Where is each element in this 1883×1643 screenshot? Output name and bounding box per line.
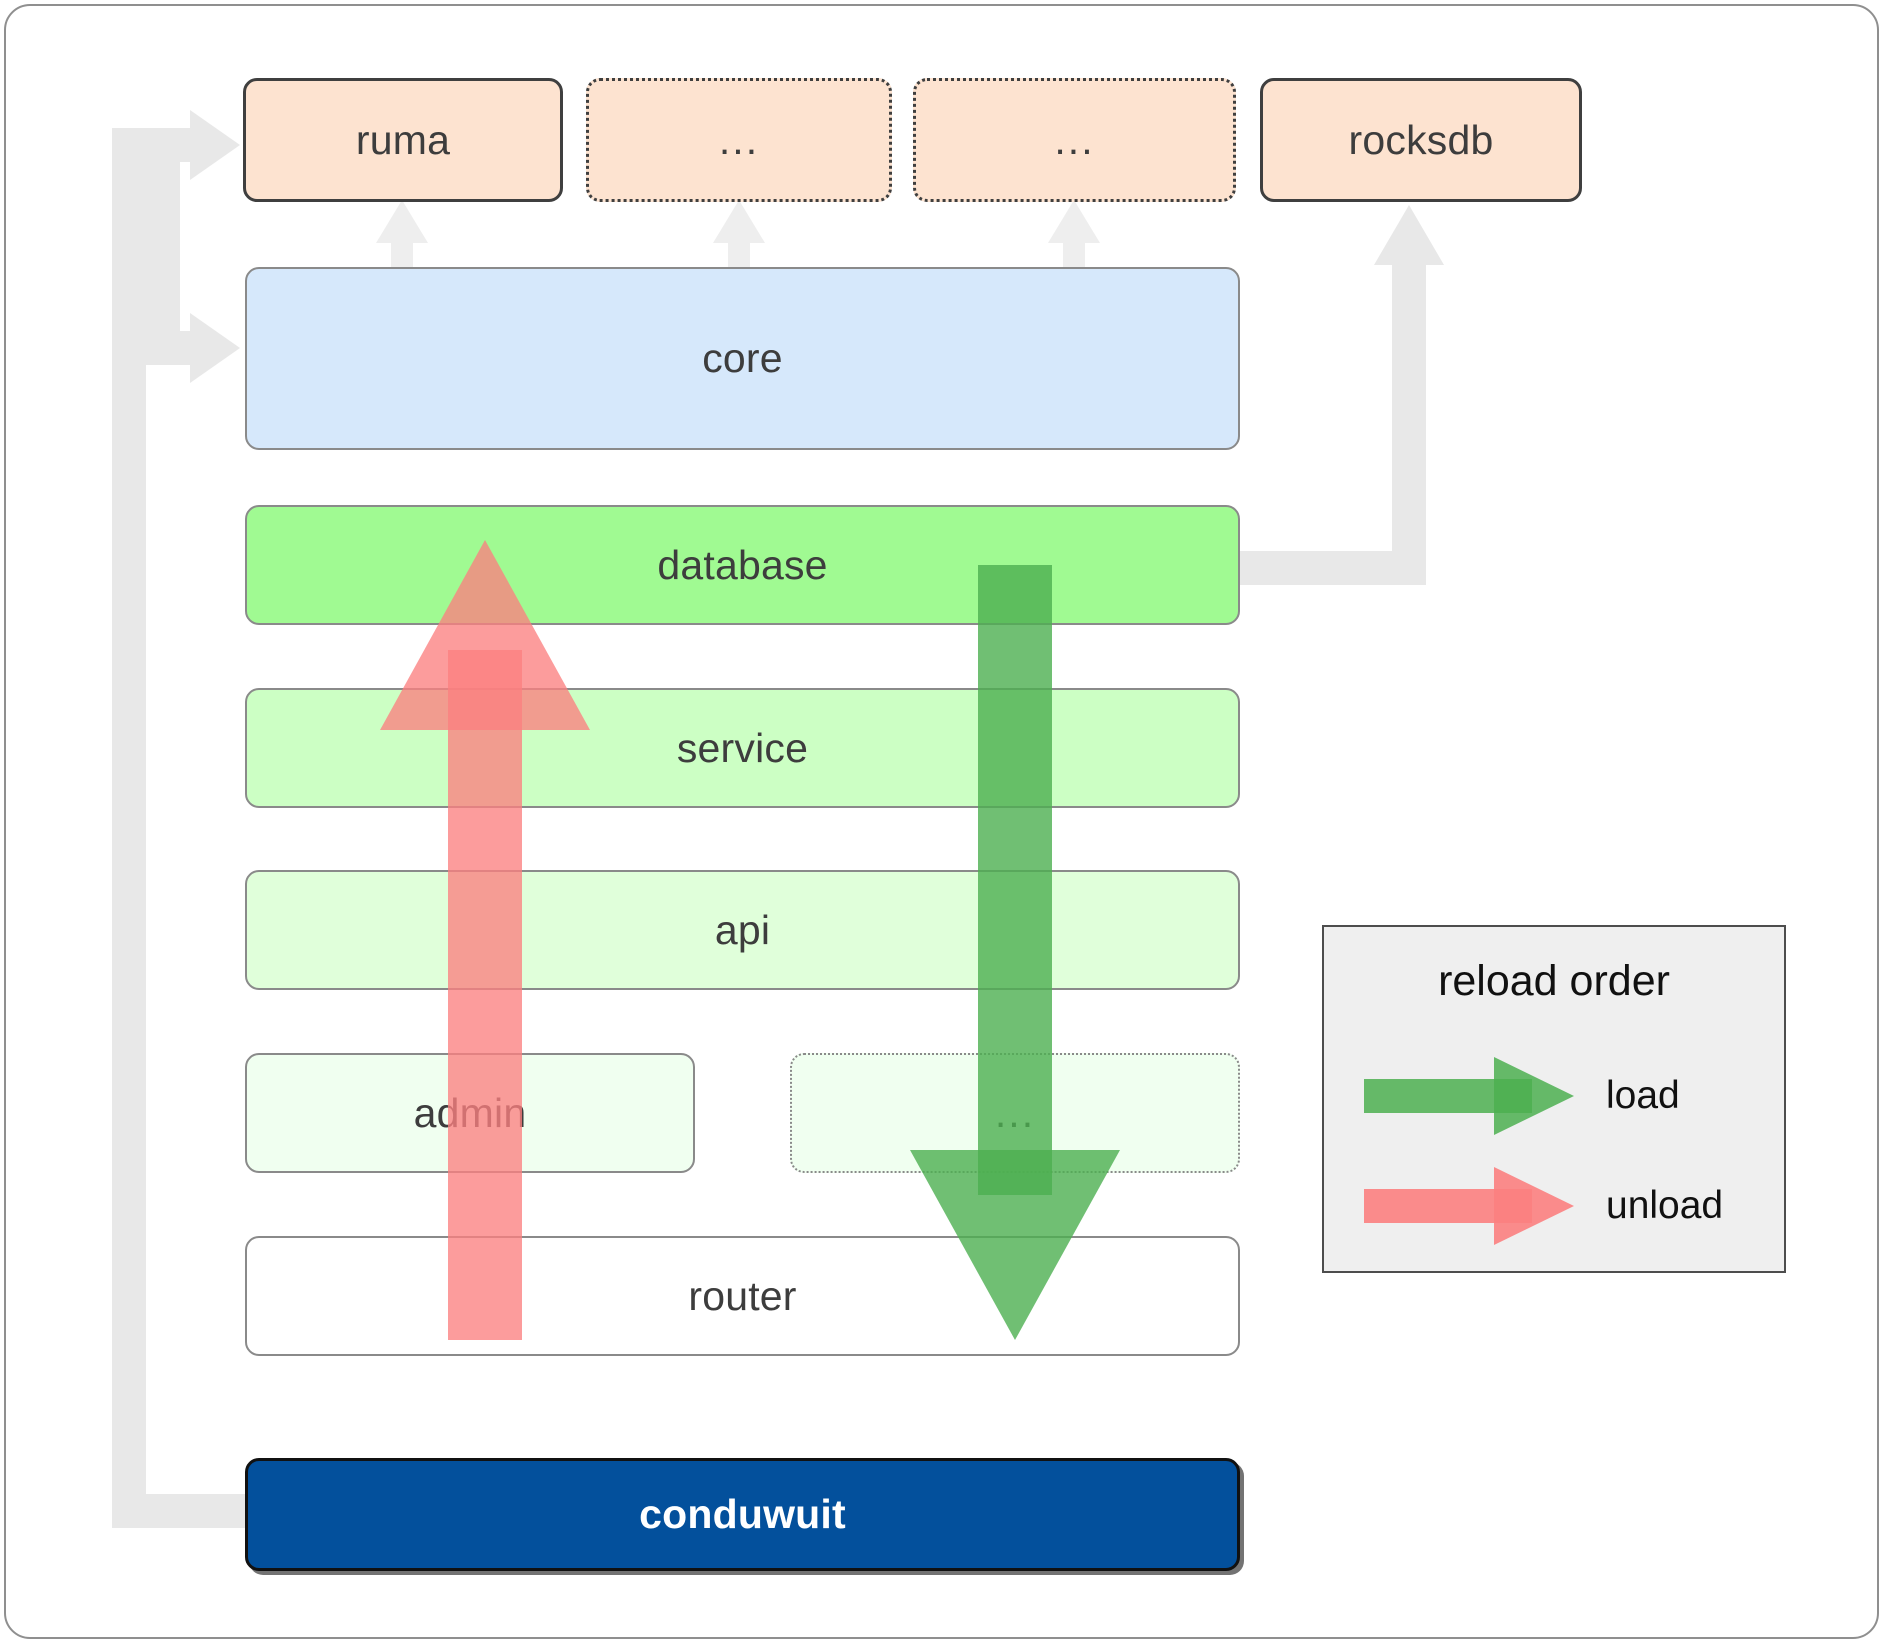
node-service[interactable]: service xyxy=(245,688,1240,808)
node-dependency-optional-2[interactable]: ... xyxy=(913,78,1236,202)
node-label: database xyxy=(657,541,828,588)
load-arrow-icon xyxy=(1364,1057,1574,1135)
node-conduwuit[interactable]: conduwuit xyxy=(245,1458,1240,1571)
node-label: ... xyxy=(994,1089,1036,1136)
legend-label: load xyxy=(1606,1074,1680,1117)
node-ruma[interactable]: ruma xyxy=(243,78,563,202)
node-label: admin xyxy=(413,1089,527,1136)
node-label: ... xyxy=(1054,116,1095,163)
node-api[interactable]: api xyxy=(245,870,1240,990)
legend-label: unload xyxy=(1606,1184,1724,1227)
legend-panel: reload order load unload xyxy=(1322,925,1786,1273)
node-dependency-optional-1[interactable]: ... xyxy=(586,78,892,202)
node-label: ruma xyxy=(355,116,451,163)
legend-title: reload order xyxy=(1438,957,1670,1005)
node-router[interactable]: router xyxy=(245,1236,1240,1356)
node-rocksdb[interactable]: rocksdb xyxy=(1260,78,1582,202)
node-label: router xyxy=(688,1272,797,1319)
node-label: conduwuit xyxy=(639,1491,846,1537)
node-module-optional[interactable]: ... xyxy=(790,1053,1240,1173)
node-database[interactable]: database xyxy=(245,505,1240,625)
node-admin[interactable]: admin xyxy=(245,1053,695,1173)
node-label: core xyxy=(702,335,783,381)
node-label: ... xyxy=(718,116,760,163)
diagram-frame xyxy=(4,4,1879,1639)
node-label: rocksdb xyxy=(1348,116,1494,163)
legend-entry-unload: unload xyxy=(1364,1167,1723,1245)
legend-entry-load: load xyxy=(1364,1057,1680,1135)
node-core[interactable]: core xyxy=(245,267,1240,450)
unload-arrow-icon xyxy=(1364,1167,1574,1245)
node-label: service xyxy=(676,724,809,771)
node-label: api xyxy=(714,906,771,953)
